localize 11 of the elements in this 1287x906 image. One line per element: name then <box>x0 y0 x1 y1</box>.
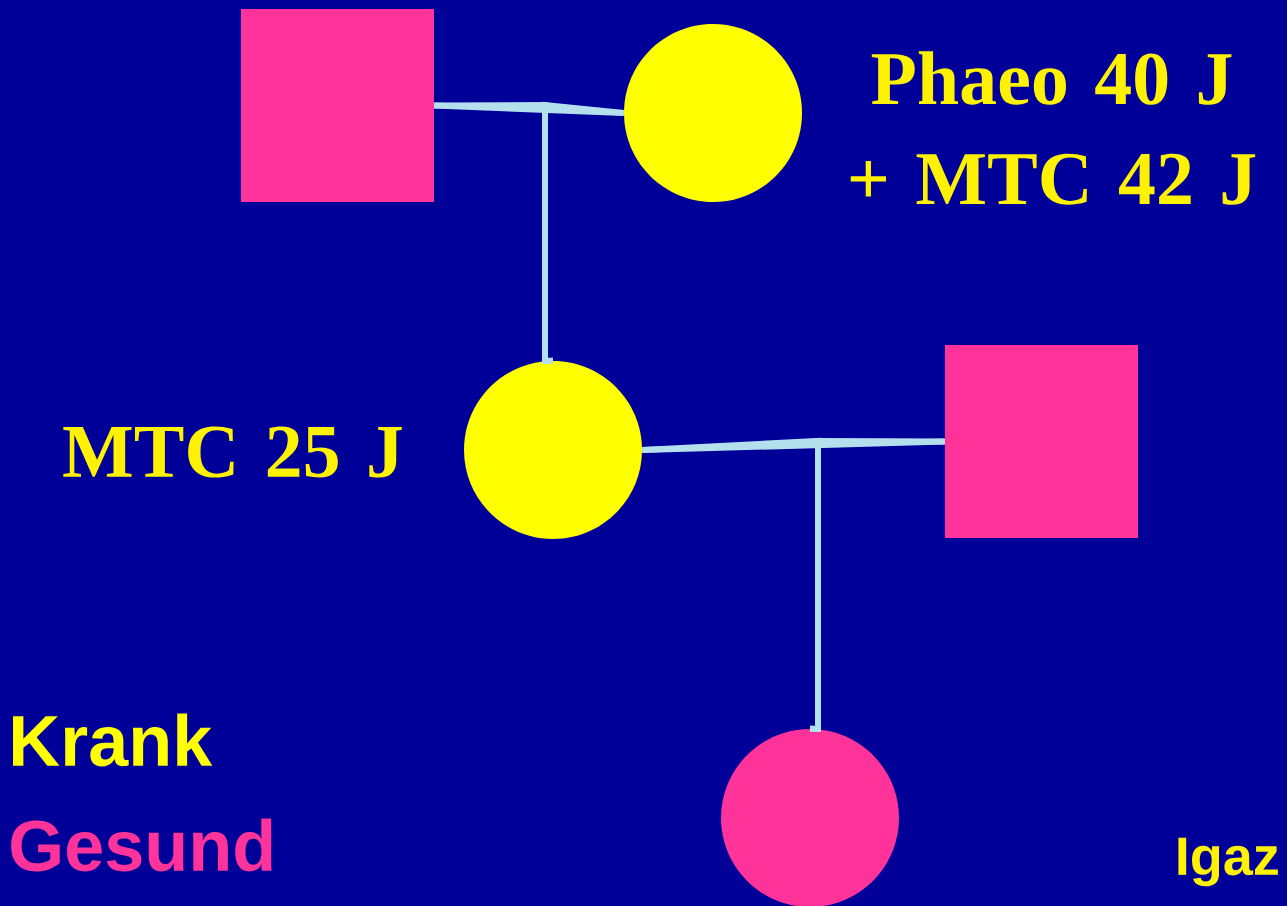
pedigree-circle <box>624 24 802 202</box>
annotation-text: Phaeo 40 J + MTC 42 J <box>850 51 1256 205</box>
pedigree-line <box>809 438 945 733</box>
pedigree-line <box>542 101 625 365</box>
author-name: Igaz <box>1178 837 1278 887</box>
pedigree-square <box>241 9 434 202</box>
pedigree-square <box>945 345 1138 538</box>
annotation-text: MTC 25 J <box>63 426 402 478</box>
legend-text: Krank <box>13 713 213 767</box>
legend-text: Gesund <box>11 818 272 872</box>
pedigree-circle <box>464 361 642 539</box>
